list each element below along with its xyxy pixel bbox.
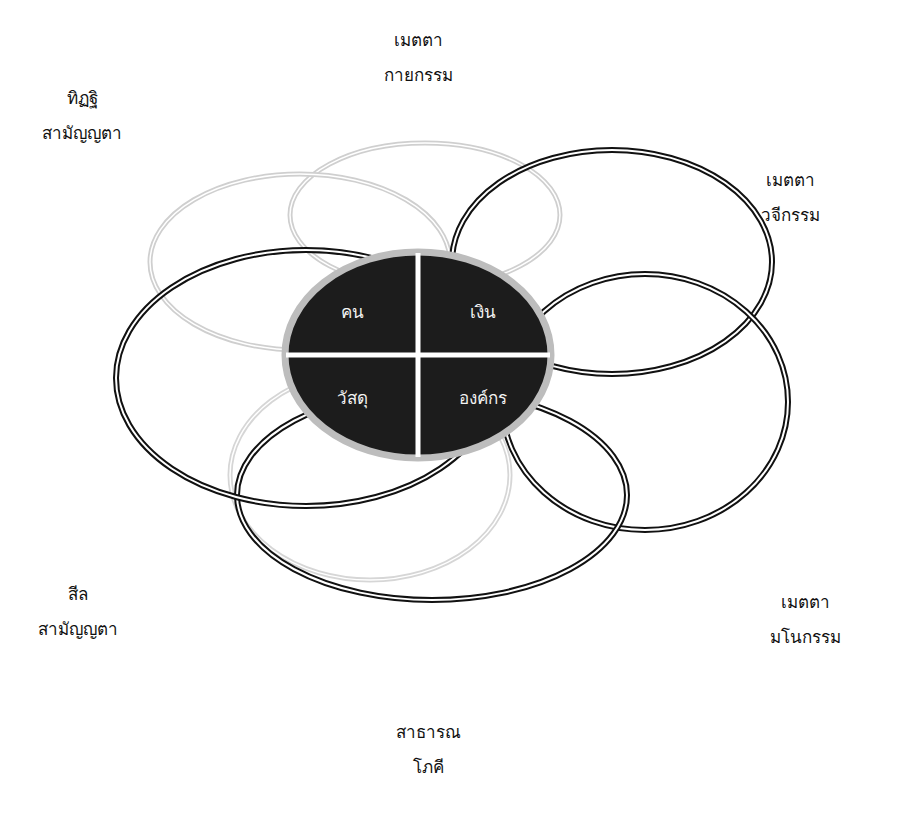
ring-label: เมตตา กายกรรม: [348, 23, 488, 93]
quadrant-divider: [286, 353, 550, 358]
quadrant-text: วัสดุ: [337, 387, 368, 409]
ring-label: สีล สามัญญตา: [8, 577, 148, 647]
ring-text: เมตตา มโนกรรม: [735, 585, 875, 655]
quadrant-label: องค์กร: [459, 387, 507, 409]
ring: [502, 274, 788, 530]
ring-text: สีล สามัญญตา: [8, 577, 148, 647]
ring-label: เมตตา มโนกรรม: [735, 585, 875, 655]
ring-label: สาธารณ โภคี: [358, 715, 498, 785]
dark-rings: [116, 150, 788, 600]
quadrant-text: เงิน: [470, 301, 496, 323]
quadrant-text: องค์กร: [459, 387, 507, 409]
ring-label: เมตตา วจีกรรม: [720, 163, 860, 233]
ring-label: ทิฏฐิ สามัญญตา: [12, 81, 152, 151]
ring-text: เมตตา กายกรรม: [348, 23, 488, 93]
quadrant-label: เงิน: [470, 301, 496, 323]
ring-text: สาธารณ โภคี: [358, 715, 498, 785]
ring-text: ทิฏฐิ สามัญญตา: [12, 81, 152, 151]
quadrant-text: คน: [341, 301, 364, 323]
faint-rings: [150, 143, 560, 580]
quadrant-label: วัสดุ: [337, 387, 368, 409]
ring-text: เมตตา วจีกรรม: [720, 163, 860, 233]
ring: [502, 274, 788, 530]
quadrant-label: คน: [341, 301, 364, 323]
center-disc: [285, 252, 551, 458]
